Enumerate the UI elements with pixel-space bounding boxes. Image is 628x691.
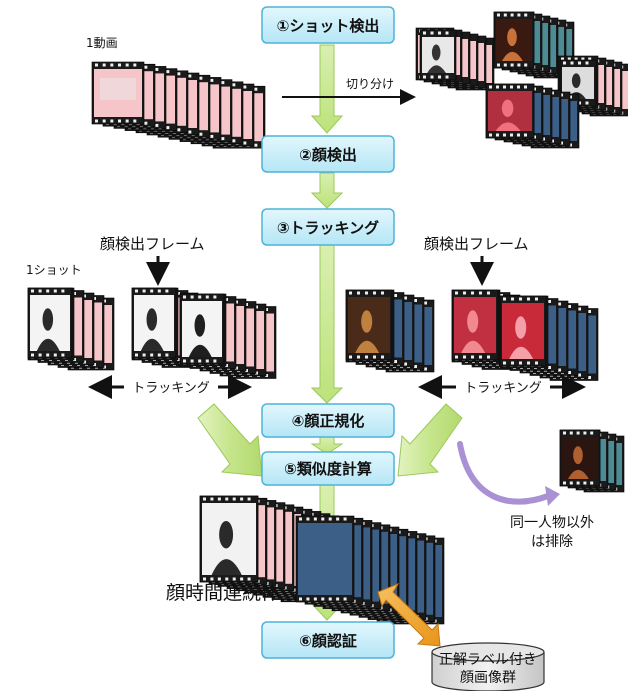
step-shot-detection: ①ショット検出 [261, 6, 395, 44]
exclude-label-1: 同一人物以外 [510, 515, 594, 531]
face-sequence-blue [295, 515, 445, 625]
flow-arrow-4-5 [310, 436, 344, 455]
excluded-person-frame [559, 429, 601, 487]
step-similarity-calc: ⑤類似度計算 [261, 451, 395, 486]
db-link-arrow [377, 582, 441, 647]
left-shot-frame-1 [27, 287, 73, 359]
source-video-frames [91, 61, 266, 149]
step-label: ①ショット検出 [277, 17, 380, 35]
step-face-normalization: ④顔正規化 [261, 403, 395, 438]
left-merge-arrow [197, 403, 263, 477]
film-strips [27, 11, 628, 625]
one-shot-label: 1ショット [26, 263, 82, 277]
flow-arrow-2-3 [310, 172, 344, 209]
right-merge-arrow [397, 403, 463, 477]
db-label-2: 顔画像群 [460, 670, 516, 686]
left-shot-frame-3 [179, 293, 225, 365]
step-label: ⑤類似度計算 [284, 460, 372, 478]
face-sequence-label: 顔時間連続体 [166, 582, 280, 604]
right-shot-frame-3 [499, 295, 547, 367]
exclusion-arrow [457, 441, 551, 505]
flow-arrow-3-4 [310, 244, 344, 404]
step-face-detection: ②顔検出 [261, 135, 395, 173]
face-sequence-lead-frame [199, 495, 259, 583]
tracking-label-left: トラッキング [132, 381, 210, 396]
right-shot-detected-frame [451, 289, 499, 361]
face-frame-label-right: 顔検出フレーム [424, 235, 529, 253]
split-shot-1-face [419, 29, 457, 81]
one-video-label: 1動画 [86, 36, 118, 50]
video-frame-caption [100, 78, 136, 100]
step-tracking: ③トラッキング [261, 208, 395, 246]
left-shot-detected-frame [131, 287, 177, 359]
split-shot-2-face [493, 11, 535, 69]
step-label: ④顔正規化 [292, 412, 365, 430]
step-label: ⑥顔認証 [299, 632, 357, 650]
flow-arrow-1-2 [310, 44, 344, 134]
split-shot-4-face [485, 83, 535, 139]
split-label: 切り分け [346, 77, 394, 91]
exclude-label-2: は排除 [531, 534, 573, 550]
labeled-face-database: 正解ラベル付き 顔画像群 [431, 642, 545, 691]
step-face-recognition: ⑥顔認証 [261, 621, 395, 659]
step-label: ②顔検出 [299, 146, 357, 164]
face-frame-label-left: 顔検出フレーム [100, 235, 205, 253]
right-shot-frame-1 [345, 289, 393, 361]
tracking-label-right: トラッキング [464, 381, 542, 396]
step-label: ③トラッキング [277, 219, 379, 237]
db-label-1: 正解ラベル付き [439, 652, 537, 668]
exclusion-arrow-head [545, 486, 560, 506]
